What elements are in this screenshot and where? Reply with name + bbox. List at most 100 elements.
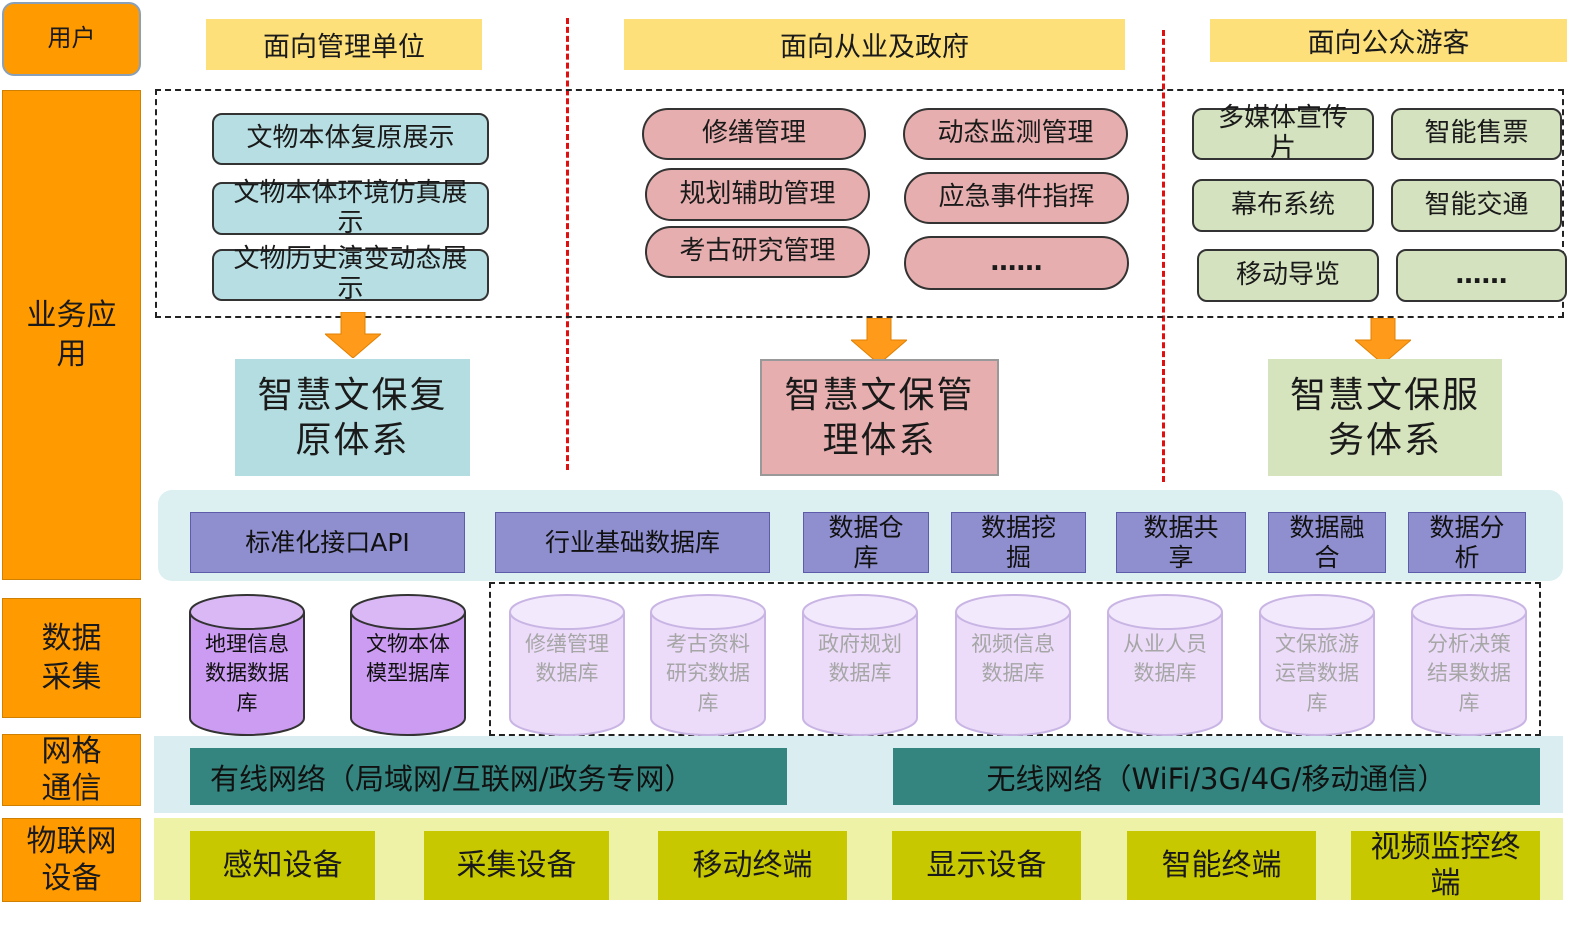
system-service: 智慧文保服务体系 xyxy=(1268,359,1502,476)
database-cylinder-icon xyxy=(189,594,305,736)
network-wired-text: 有线网络（局域网/互联网/政务专网） xyxy=(210,761,694,796)
app-item-restoration-display-text: 文物本体复原展示 xyxy=(246,123,455,154)
platform-data-analysis-text: 数据分析 xyxy=(1429,512,1505,572)
database-repair-management-text: 修缮管理数据库 xyxy=(525,632,609,686)
down-arrow-icon xyxy=(851,318,907,364)
app-item-emergency-command: 应急事件指挥 xyxy=(904,172,1129,224)
system-management: 智慧文保管理体系 xyxy=(760,359,999,476)
database-cylinder-icon xyxy=(1259,594,1375,736)
system-restoration: 智慧文保复原体系 xyxy=(235,359,470,476)
header-government-text: 面向从业及政府 xyxy=(780,32,969,63)
app-item-curtain-system: 幕布系统 xyxy=(1192,179,1374,232)
header-management: 面向管理单位 xyxy=(206,19,482,70)
layer-label-business-app: 业务应用 xyxy=(2,90,141,580)
column-separator-right xyxy=(1162,30,1165,482)
down-arrow-icon xyxy=(325,312,381,358)
platform-data-analysis: 数据分析 xyxy=(1408,512,1526,573)
network-wireless: 无线网络（WiFi/3G/4G/移动通信） xyxy=(893,748,1540,805)
system-management-text: 智慧文保管理体系 xyxy=(784,374,975,461)
database-tourism-ops-text: 文保旅游运营数据库 xyxy=(1275,632,1359,715)
database-cylinder-icon xyxy=(955,594,1071,736)
layer-label-network-text: 网格通信 xyxy=(41,733,102,807)
app-item-curtain-system-text: 幕布系统 xyxy=(1230,189,1335,220)
device-video-surveillance-text: 视频监控终端 xyxy=(1370,829,1521,901)
app-item-planning-assist: 规划辅助管理 xyxy=(645,168,870,221)
down-arrow-icon xyxy=(1355,318,1411,364)
header-management-text: 面向管理单位 xyxy=(263,32,425,63)
database-repair-management: 修缮管理数据库 xyxy=(509,594,625,736)
device-display: 显示设备 xyxy=(892,831,1081,900)
app-item-environment-simulation-text: 文物本体环境仿真展示 xyxy=(233,177,468,238)
platform-data-sharing-text: 数据共享 xyxy=(1143,512,1219,572)
database-tourism-ops: 文保旅游运营数据库 xyxy=(1259,594,1375,736)
app-item-smart-ticketing-text: 智能售票 xyxy=(1424,118,1529,149)
database-cylinder-icon xyxy=(650,594,766,736)
app-item-restoration-display: 文物本体复原展示 xyxy=(212,113,489,165)
device-collection: 采集设备 xyxy=(424,831,609,900)
platform-data-fusion: 数据融合 xyxy=(1268,512,1386,573)
database-practitioners: 从业人员数据库 xyxy=(1107,594,1223,736)
platform-industry-db-text: 行业基础数据库 xyxy=(544,527,720,557)
layer-label-users-text: 用户 xyxy=(47,24,96,53)
app-item-smart-traffic-text: 智能交通 xyxy=(1424,189,1529,220)
database-decision-results: 分析决策结果数据库 xyxy=(1411,594,1527,736)
database-gov-planning: 政府规划数据库 xyxy=(802,594,918,736)
app-item-archaeology-research: 考古研究管理 xyxy=(645,226,870,278)
platform-data-mining: 数据挖掘 xyxy=(951,512,1086,573)
layer-label-iot-text: 物联网设备 xyxy=(26,823,117,897)
database-cylinder-icon xyxy=(350,594,466,736)
platform-data-warehouse: 数据仓库 xyxy=(803,512,929,573)
applications-dashed-frame xyxy=(155,89,1564,318)
database-practitioners-text: 从业人员数据库 xyxy=(1123,632,1207,686)
database-decision-results-text: 分析决策结果数据库 xyxy=(1427,632,1511,715)
database-geo-info: 地理信息数据数据库 xyxy=(189,594,305,736)
platform-data-warehouse-text: 数据仓库 xyxy=(828,512,904,572)
database-archaeology-text: 考古资料研究数据库 xyxy=(666,632,750,715)
database-cylinder-icon xyxy=(802,594,918,736)
app-item-more-public-text: …… xyxy=(1455,259,1508,290)
app-item-history-evolution: 文物历史演变动态展示 xyxy=(212,244,489,304)
app-item-more-government-text: …… xyxy=(990,247,1043,278)
app-item-multimedia-film-text: 多媒体宣传片 xyxy=(1217,103,1348,163)
app-item-repair-management: 修缮管理 xyxy=(642,108,866,160)
app-item-more-government: …… xyxy=(904,236,1129,290)
platform-api: 标准化接口API xyxy=(190,512,465,573)
database-relic-model-text: 文物本体模型据库 xyxy=(366,632,450,686)
system-restoration-text: 智慧文保复原体系 xyxy=(257,374,448,461)
database-video-info-text: 视频信息数据库 xyxy=(971,632,1055,686)
platform-industry-db: 行业基础数据库 xyxy=(495,512,770,573)
platform-data-mining-text: 数据挖掘 xyxy=(980,512,1056,572)
app-item-archaeology-research-text: 考古研究管理 xyxy=(679,236,836,267)
layer-label-network: 网格通信 xyxy=(2,734,141,806)
app-item-mobile-guide: 移动导览 xyxy=(1197,249,1379,302)
app-item-smart-ticketing: 智能售票 xyxy=(1391,108,1562,160)
database-gov-planning-text: 政府规划数据库 xyxy=(818,632,902,686)
app-item-environment-simulation: 文物本体环境仿真展示 xyxy=(212,178,489,237)
app-item-mobile-guide-text: 移动导览 xyxy=(1235,259,1340,290)
database-cylinder-icon xyxy=(509,594,625,736)
device-sensing-text: 感知设备 xyxy=(222,847,343,883)
device-display-text: 显示设备 xyxy=(926,847,1047,883)
database-geo-info-text: 地理信息数据数据库 xyxy=(205,632,289,715)
network-wired: 有线网络（局域网/互联网/政务专网） xyxy=(190,748,787,805)
platform-api-text: 标准化接口API xyxy=(245,527,410,557)
app-item-planning-assist-text: 规划辅助管理 xyxy=(679,178,836,209)
database-relic-model: 文物本体模型据库 xyxy=(350,594,466,736)
app-item-history-evolution-text: 文物历史演变动态展示 xyxy=(233,244,468,304)
app-item-emergency-command-text: 应急事件指挥 xyxy=(938,182,1095,213)
column-separator-left xyxy=(566,18,569,470)
header-public-text: 面向公众游客 xyxy=(1307,28,1470,59)
device-collection-text: 采集设备 xyxy=(456,847,577,883)
layer-label-iot: 物联网设备 xyxy=(2,818,141,902)
database-video-info: 视频信息数据库 xyxy=(955,594,1071,736)
app-item-multimedia-film: 多媒体宣传片 xyxy=(1192,103,1374,163)
device-smart-terminal-text: 智能终端 xyxy=(1161,847,1282,883)
database-cylinder-icon xyxy=(1107,594,1223,736)
app-item-smart-traffic: 智能交通 xyxy=(1391,179,1562,232)
database-archaeology: 考古资料研究数据库 xyxy=(650,594,766,736)
header-public: 面向公众游客 xyxy=(1210,19,1567,62)
platform-data-sharing: 数据共享 xyxy=(1116,512,1246,573)
layer-label-business-app-text: 业务应用 xyxy=(26,298,117,372)
app-item-dynamic-monitoring: 动态监测管理 xyxy=(903,108,1128,160)
database-cylinder-icon xyxy=(1411,594,1527,736)
